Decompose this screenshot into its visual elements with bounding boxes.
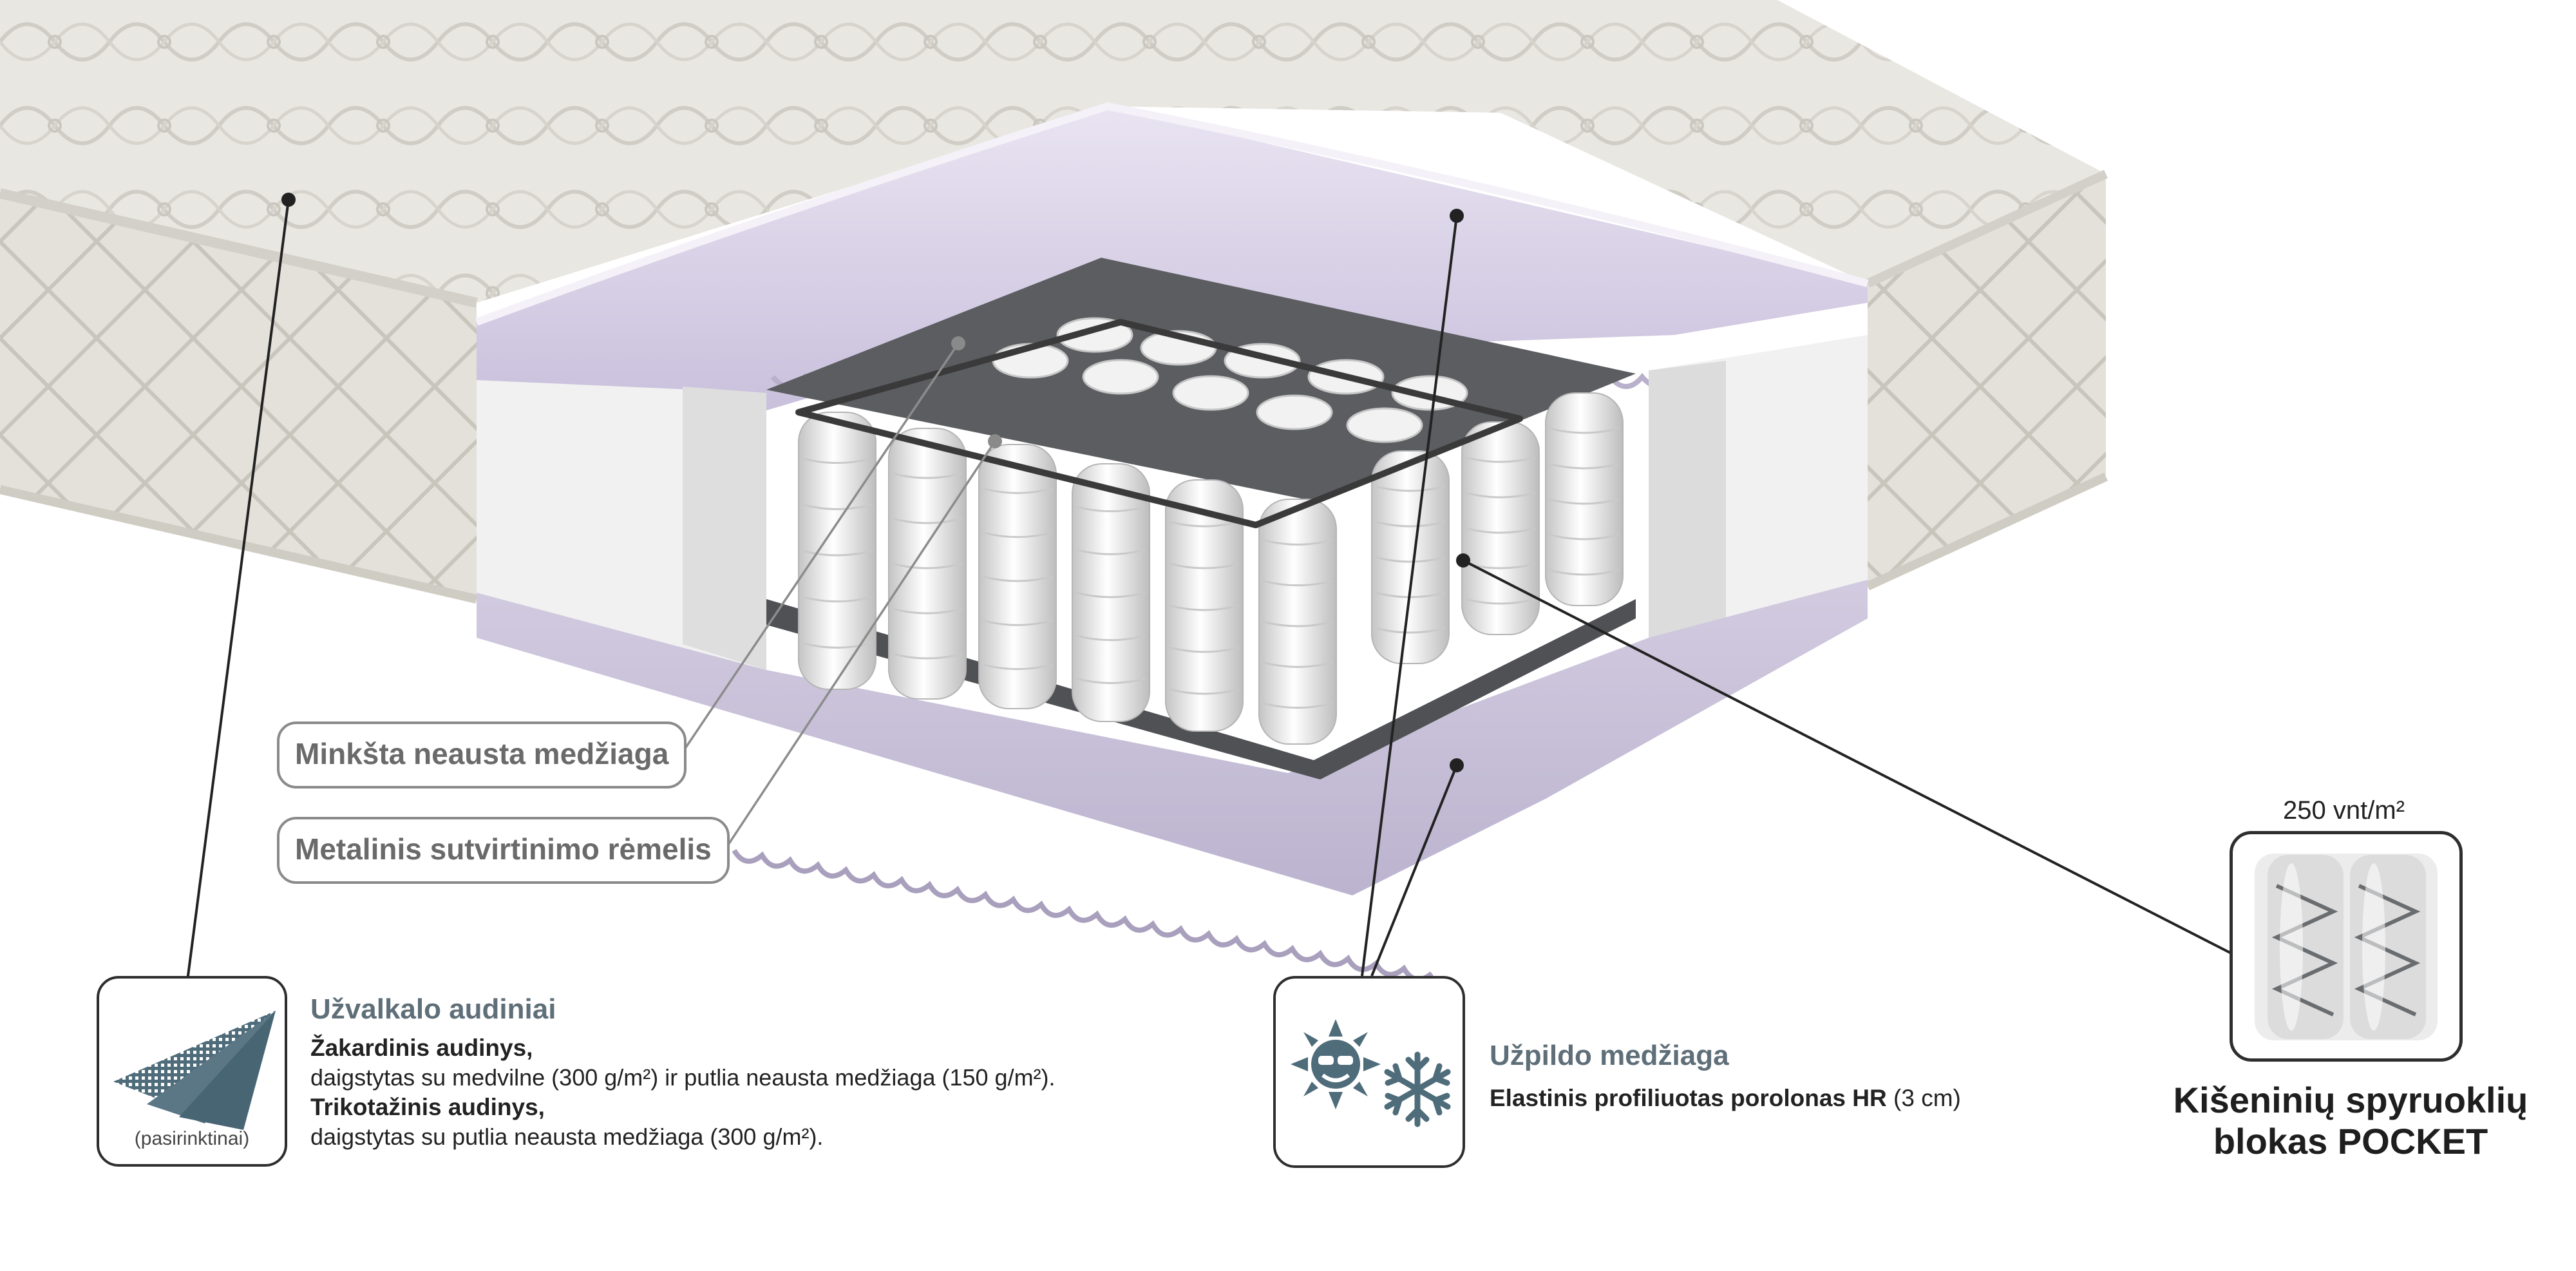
spring-top (1172, 375, 1249, 411)
pocket-springs-icon (2255, 854, 2438, 1040)
spring-coil (1461, 421, 1540, 635)
leader-pocket (1463, 559, 2232, 955)
spring-coil (1371, 450, 1450, 664)
cover-jacquard-title: Žakardinis audinys, (310, 1035, 533, 1061)
spring-coil (978, 444, 1057, 709)
pocket-title: Kišeninių spyruoklių blokas POCKET (2151, 1080, 2550, 1162)
spring-top (1346, 407, 1423, 443)
mattress-side-left (0, 193, 477, 599)
spring-coil (888, 428, 967, 700)
metal-frame-rail (795, 319, 1523, 528)
spring-top (1082, 359, 1159, 395)
spring-coil (1165, 479, 1244, 732)
callout-metal-frame: Metalinis sutvirtinimo rėmelis (277, 817, 730, 884)
cover-knit-detail: daigstytas su putlia neausta medžiaga (3… (310, 1123, 824, 1150)
filling-detail: Elastinis profiliuotas porolonas HR (3 c… (1490, 1085, 1961, 1112)
leader-filling-a (1361, 215, 1458, 977)
pocket-title-line2: blokas POCKET (2213, 1121, 2488, 1161)
sun-icon (1291, 1019, 1381, 1109)
cover-title: Užvalkalo audiniai (310, 993, 556, 1025)
foam-layer-bottom (477, 580, 1868, 895)
icon-caption-optional: (pasirinktinai) (134, 1128, 250, 1149)
leader-soft-fabric (678, 343, 960, 758)
pocket-spring-block (798, 317, 1624, 745)
filling-title: Užpildo medžiaga (1490, 1040, 1729, 1071)
leader-filling-b (1370, 765, 1458, 977)
leader-cover (185, 199, 290, 986)
spring-coil (1258, 499, 1337, 745)
spring-coil (1545, 392, 1624, 606)
filling-detail-bold: Elastinis profiliuotas porolonas HR (1490, 1085, 1887, 1111)
callout-soft-fabric: Minkšta neausta medžiaga (277, 722, 687, 788)
mattress-side-right (1868, 174, 2106, 586)
felt-bottom (766, 599, 1636, 779)
mattress-top-cover (0, 0, 2106, 303)
cover-fabric-icon-box: (pasirinktinai) (97, 976, 287, 1167)
cover-jacquard-detail: daigstytas su medvilne (300 g/m²) ir put… (310, 1064, 1056, 1091)
pocket-icon-box (2230, 831, 2463, 1062)
filling-icon-box (1273, 976, 1465, 1168)
spring-coil (798, 412, 876, 690)
leader-metal-frame (723, 441, 996, 851)
pocket-density: 250 vnt/m² (2283, 796, 2405, 825)
filling-detail-thickness: (3 cm) (1886, 1085, 1961, 1111)
pocket-title-line1: Kišeninių spyruoklių (2173, 1080, 2528, 1120)
spring-top (1256, 394, 1333, 430)
cover-knit-title: Trikotažinis audinys, (310, 1094, 545, 1120)
spring-coil (1072, 463, 1150, 722)
fabric-layers-icon (113, 1011, 276, 1130)
foam-layer-top (477, 106, 1868, 412)
snowflake-icon (1384, 1051, 1451, 1127)
